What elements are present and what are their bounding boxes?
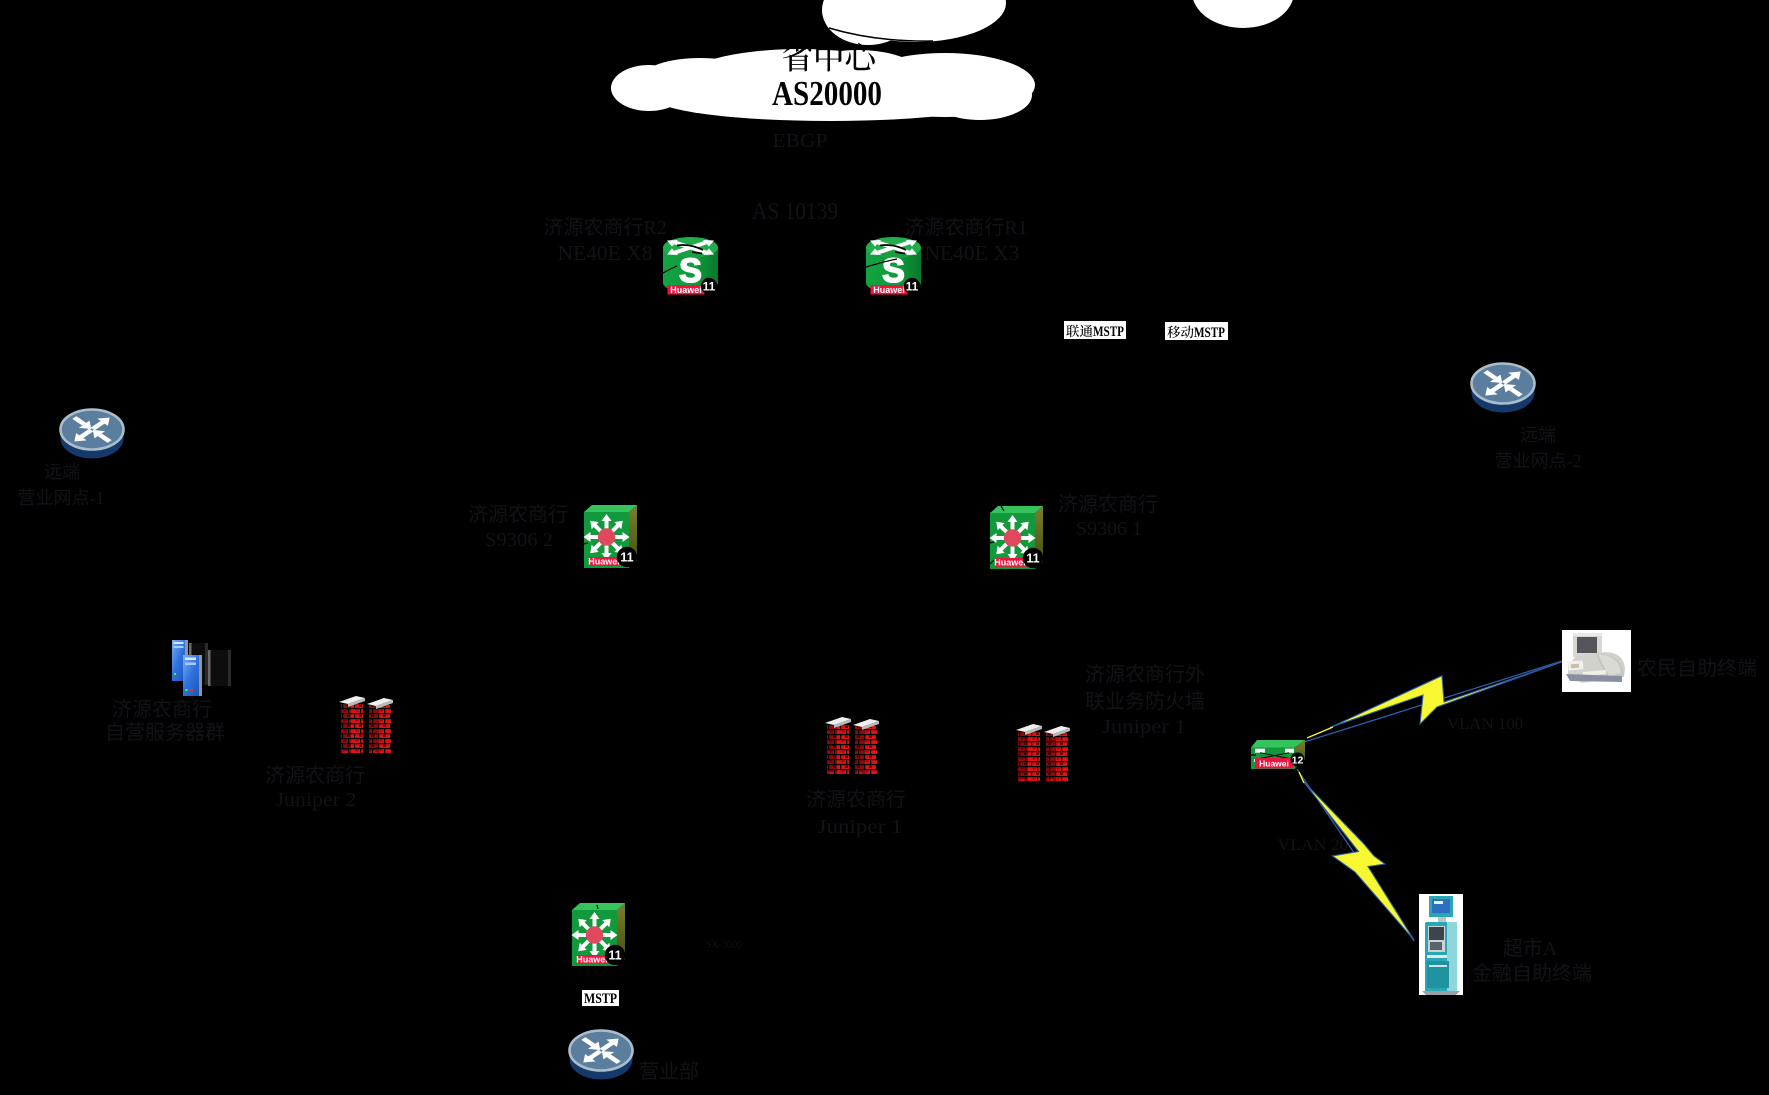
svg-text:超市A: 超市A [1503,937,1558,960]
svg-text:VLAN 20: VLAN 20 [1278,837,1349,854]
svg-text:金融自助终端: 金融自助终端 [1472,962,1592,985]
svg-text:AS 10139: AS 10139 [752,199,838,225]
svg-text:S9306 2: S9306 2 [485,529,553,551]
svg-text:MSTP: MSTP [584,991,617,1007]
svg-text:NE40E X3: NE40E X3 [925,241,1020,265]
svg-text:MSTP: MSTP [1194,325,1225,341]
svg-text:营业网点-1: 营业网点-1 [18,488,105,508]
svg-text:Juniper 2: Juniper 2 [276,789,357,811]
svg-text:济源农商行R1: 济源农商行R1 [904,216,1027,239]
svg-text:济源农商行: 济源农商行 [806,788,906,811]
svg-text:NE40E X8: NE40E X8 [558,241,653,265]
svg-text:济源农商行: 济源农商行 [468,503,568,526]
svg-text:济源农商行: 济源农商行 [112,698,212,721]
svg-text:济源农商行R2: 济源农商行R2 [543,216,666,239]
svg-text:S9306 1: S9306 1 [1076,518,1142,540]
svg-text:Juniper 1: Juniper 1 [1102,716,1186,738]
svg-text:远端: 远端 [1520,425,1556,445]
svg-text:农民自助终端: 农民自助终端 [1637,657,1757,680]
svg-text:MSTP: MSTP [1093,324,1124,340]
svg-text:自营服务器群: 自营服务器群 [105,721,225,744]
svg-text:SX-3000: SX-3000 [706,937,742,951]
svg-text:济源农商行: 济源农商行 [265,764,365,787]
svg-text:VLAN 100: VLAN 100 [1447,716,1523,733]
svg-text:营业部: 营业部 [639,1060,699,1083]
svg-text:远端: 远端 [44,462,80,482]
svg-text:Juniper 1: Juniper 1 [818,816,903,838]
svg-text:济源农商行: 济源农商行 [1058,493,1158,516]
svg-text:AS20000: AS20000 [772,74,882,113]
svg-text:营业网点-2: 营业网点-2 [1495,451,1582,471]
svg-text:EBGP: EBGP [773,130,828,152]
svg-text:济源农商行外: 济源农商行外 [1085,663,1205,686]
svg-text:联业务防火墙: 联业务防火墙 [1085,690,1205,713]
